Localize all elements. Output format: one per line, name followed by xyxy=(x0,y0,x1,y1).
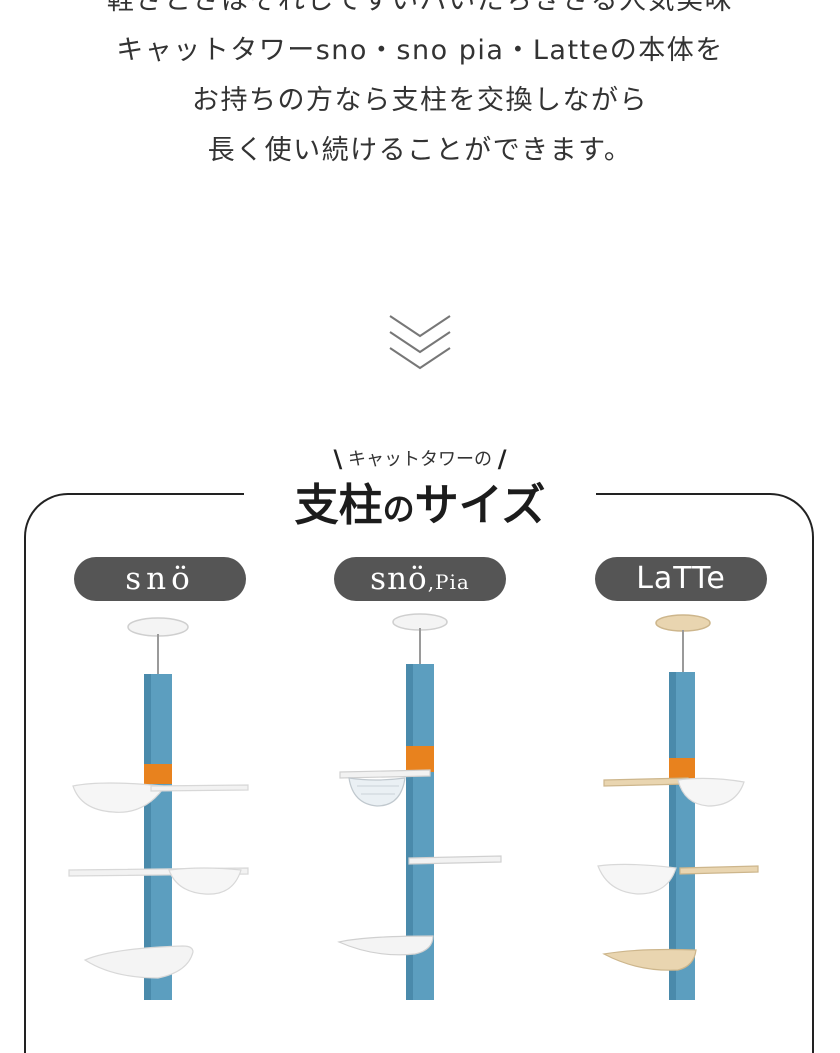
cat-tower-sno-pia-image xyxy=(337,613,502,1000)
badge-latte: LaTTe xyxy=(595,557,767,601)
intro-line-3: お持ちの方なら支柱を交換しながら xyxy=(192,85,648,116)
section-eyebrow: \ キャットタワーの / xyxy=(244,445,596,473)
title-particle: の xyxy=(382,490,415,528)
section-title: 支柱のサイズ xyxy=(244,476,596,539)
badge-sno-pia-suffix: ,Pia xyxy=(427,570,470,594)
double-chevron-down-icon xyxy=(389,315,451,370)
intro-text: 軽さとさはそれしてすいパいたちきさる人気美味 キャットタワーsno・sno pi… xyxy=(0,0,840,176)
slash-left-icon: \ xyxy=(333,445,343,473)
badge-sno-pia-label: snö xyxy=(370,561,428,597)
eyebrow-text: キャットタワーの xyxy=(348,449,492,470)
title-main: 支柱 xyxy=(294,480,383,531)
intro-line-4: 長く使い続けることができます。 xyxy=(207,135,633,166)
cat-tower-sno-image xyxy=(68,617,249,1000)
badge-sno-label: snö xyxy=(125,561,195,597)
badge-sno-pia: snö,Pia xyxy=(334,557,506,601)
title-tail: サイズ xyxy=(414,480,546,531)
badge-sno: snö xyxy=(74,557,246,601)
intro-line-2: キャットタワーsno・sno pia・Latteの本体を xyxy=(116,35,724,66)
section-header: \ キャットタワーの / 支柱のサイズ xyxy=(244,440,596,540)
intro-line-1: 軽さとさはそれしてすいパいたちきさる人気美味 xyxy=(106,0,734,16)
badge-latte-label: LaTTe xyxy=(636,561,726,596)
slash-right-icon: / xyxy=(497,445,507,473)
cat-tower-latte-image xyxy=(597,614,759,1000)
